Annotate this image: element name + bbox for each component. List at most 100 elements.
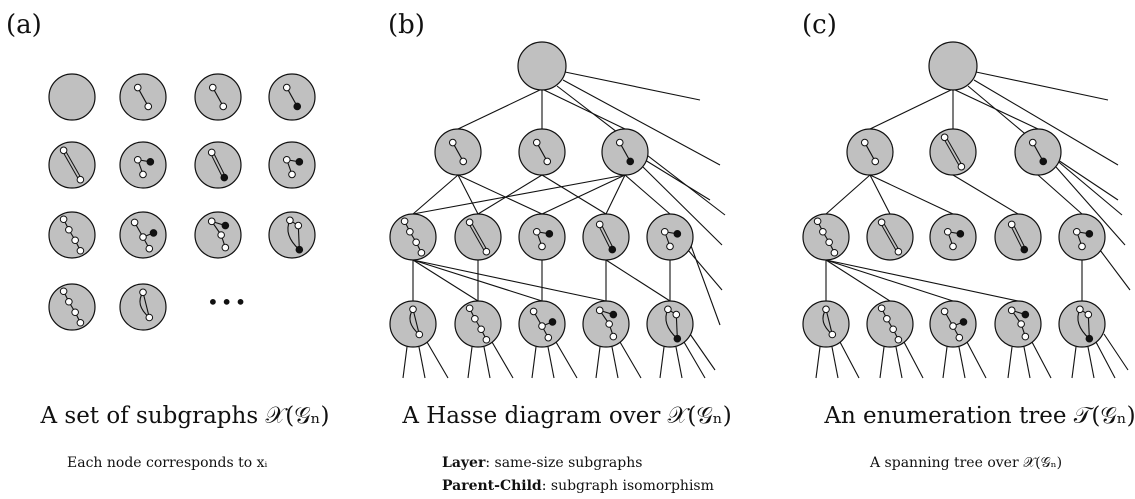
- subgraph-vertex-black: [293, 102, 302, 111]
- subgraph-edge: [212, 152, 227, 178]
- parent-child-key: Parent-Child: [442, 478, 542, 494]
- subgraph-vertex-white: [477, 325, 485, 334]
- subgraph-edge: [142, 292, 150, 318]
- subgraph-vertex-white: [412, 238, 420, 247]
- subgraph-vertex-black: [1085, 334, 1094, 343]
- subgraph-vertex-black: [608, 245, 617, 254]
- subgraph-vertex-white: [544, 333, 553, 342]
- subgraph-edge: [825, 309, 833, 335]
- panel-b-layer2-node: [646, 213, 694, 261]
- hasse-edge: [659, 346, 665, 379]
- subgraph-vertex-white: [217, 231, 225, 239]
- subgraph-node-circle: [454, 213, 502, 261]
- hasse-edge: [564, 71, 701, 101]
- tree-edge: [869, 88, 954, 130]
- tree-edge: [839, 341, 860, 379]
- subgraph-vertex-black: [295, 158, 304, 166]
- subgraph-edge: [470, 222, 489, 252]
- subgraph-vertex-white: [949, 242, 957, 251]
- subgraph-vertex-white: [459, 157, 468, 166]
- subgraph-vertex-white: [532, 227, 541, 236]
- hasse-edge: [483, 346, 491, 379]
- panel-b-caption: A Hasse diagram over 𝒳(𝒢ₙ): [402, 403, 732, 429]
- subgraph-node-circle: [582, 213, 630, 261]
- hasse-edge: [611, 346, 619, 379]
- panel-b-layer2-node: [582, 213, 630, 261]
- subgraph-vertex-black: [295, 245, 304, 254]
- panel-c-layer3-node: [1058, 300, 1106, 348]
- panel-c-layer2-node: [866, 213, 914, 261]
- subgraph-vertex-white: [957, 162, 966, 171]
- subgraph-node-circle: [194, 141, 242, 189]
- subgraph-vertex-white: [409, 305, 417, 314]
- panel-b-layer1-node: [434, 128, 482, 176]
- panel-c-layer1-node: [846, 128, 894, 176]
- subgraph-node-circle: [646, 213, 694, 261]
- subgraph-node-circle: [268, 141, 316, 189]
- subgraph-node-circle: [802, 300, 850, 348]
- tree-edge: [895, 346, 903, 379]
- subgraph-vertex-white: [482, 247, 491, 256]
- panel-c-note: A spanning tree over 𝒳(𝒢ₙ): [870, 455, 1063, 471]
- subgraph-vertex-white: [65, 297, 73, 306]
- subgraph-vertex-white: [830, 248, 839, 257]
- hasse-edge: [675, 346, 683, 379]
- subgraph-node-circle: [929, 213, 977, 261]
- subgraph-vertex-white: [59, 215, 68, 224]
- subgraph-vertex-white: [65, 225, 73, 234]
- panel-c-caption: An enumeration tree 𝒯(𝒢ₙ): [824, 403, 1135, 429]
- subgraph-vertex-black: [1021, 310, 1030, 319]
- panel-b-label: (b): [388, 10, 425, 40]
- panel-a-subgraph-node: [268, 73, 316, 121]
- subgraph-vertex-white: [71, 308, 79, 317]
- hasse-edge: [547, 346, 555, 379]
- panel-a-subgraph-node: [268, 211, 316, 259]
- subgraph-node-circle: [268, 211, 316, 259]
- hasse-edge: [605, 259, 671, 302]
- subgraph-vertex-white: [208, 83, 217, 92]
- subgraph-vertex-black: [1085, 230, 1094, 238]
- tree-edge: [825, 259, 891, 302]
- tree-edge: [1007, 346, 1013, 379]
- subgraph-edge: [412, 309, 420, 335]
- subgraph-vertex-white: [76, 246, 85, 255]
- tree-edge: [952, 174, 1019, 215]
- subgraph-vertex-white: [940, 133, 949, 142]
- hasse-edge: [619, 341, 642, 379]
- hasse-edge: [402, 346, 408, 379]
- subgraph-vertex-white: [76, 175, 85, 184]
- subgraph-vertex-white: [400, 217, 409, 226]
- subgraph-vertex-white: [595, 220, 604, 229]
- hasse-edge: [477, 174, 543, 215]
- panel-b-root-node: [517, 41, 567, 91]
- panel-a-subgraph-node: [194, 73, 242, 121]
- panel-b-layer2-node: [454, 213, 502, 261]
- subgraph-edge: [882, 222, 901, 252]
- hasse-edge: [683, 341, 706, 379]
- tree-edge: [831, 346, 839, 379]
- subgraph-vertex-white: [877, 304, 886, 313]
- hasse-edge: [687, 249, 723, 291]
- tree-edge: [1023, 346, 1031, 379]
- subgraph-vertex-white: [813, 217, 822, 226]
- subgraph-vertex-white: [59, 146, 68, 155]
- hasse-edge: [555, 341, 578, 379]
- hasse-edge: [418, 346, 426, 379]
- tree-edge: [1103, 333, 1129, 371]
- panel-a-subgraph-node: [119, 211, 167, 259]
- subgraph-vertex-white: [1078, 242, 1086, 251]
- subgraph-vertex-black: [1039, 157, 1048, 166]
- subgraph-node-circle: [48, 141, 96, 189]
- subgraph-vertex-black: [220, 173, 229, 182]
- subgraph-node-circle: [929, 128, 977, 176]
- hasse-edge: [531, 346, 537, 379]
- panel-c-layer3-node: [866, 300, 914, 348]
- subgraph-vertex-white: [144, 102, 153, 111]
- subgraph-vertex-white: [595, 306, 604, 315]
- subgraph-vertex-white: [1017, 320, 1025, 328]
- tree-edge: [1037, 174, 1083, 215]
- subgraph-vertex-white: [666, 242, 674, 251]
- tree-edge: [1095, 341, 1116, 379]
